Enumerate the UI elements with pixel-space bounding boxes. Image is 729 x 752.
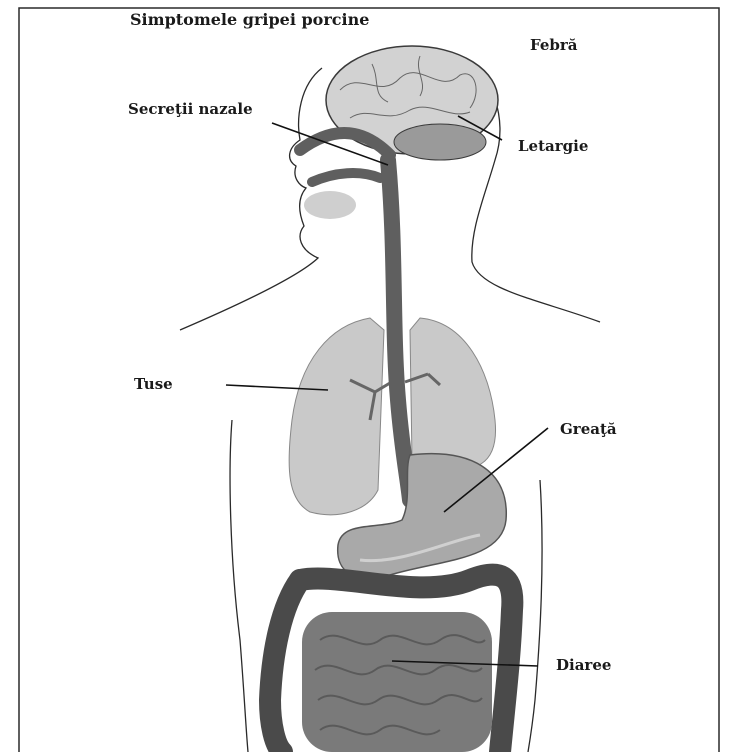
label-nasal-secretions: Secreţii nazale bbox=[128, 100, 253, 118]
airway bbox=[388, 160, 410, 500]
label-cough: Tuse bbox=[134, 375, 173, 393]
nasal-cavity bbox=[300, 133, 390, 219]
brain bbox=[326, 46, 498, 160]
label-lethargy: Letargie bbox=[518, 137, 588, 155]
diagram-title: Simptomele gripei porcine bbox=[130, 10, 369, 29]
label-fever: Febră bbox=[530, 36, 578, 54]
label-diarrhea: Diaree bbox=[556, 656, 611, 674]
right-lung bbox=[410, 318, 496, 470]
small-intestine bbox=[302, 612, 492, 752]
label-nausea: Greaţă bbox=[560, 420, 617, 438]
